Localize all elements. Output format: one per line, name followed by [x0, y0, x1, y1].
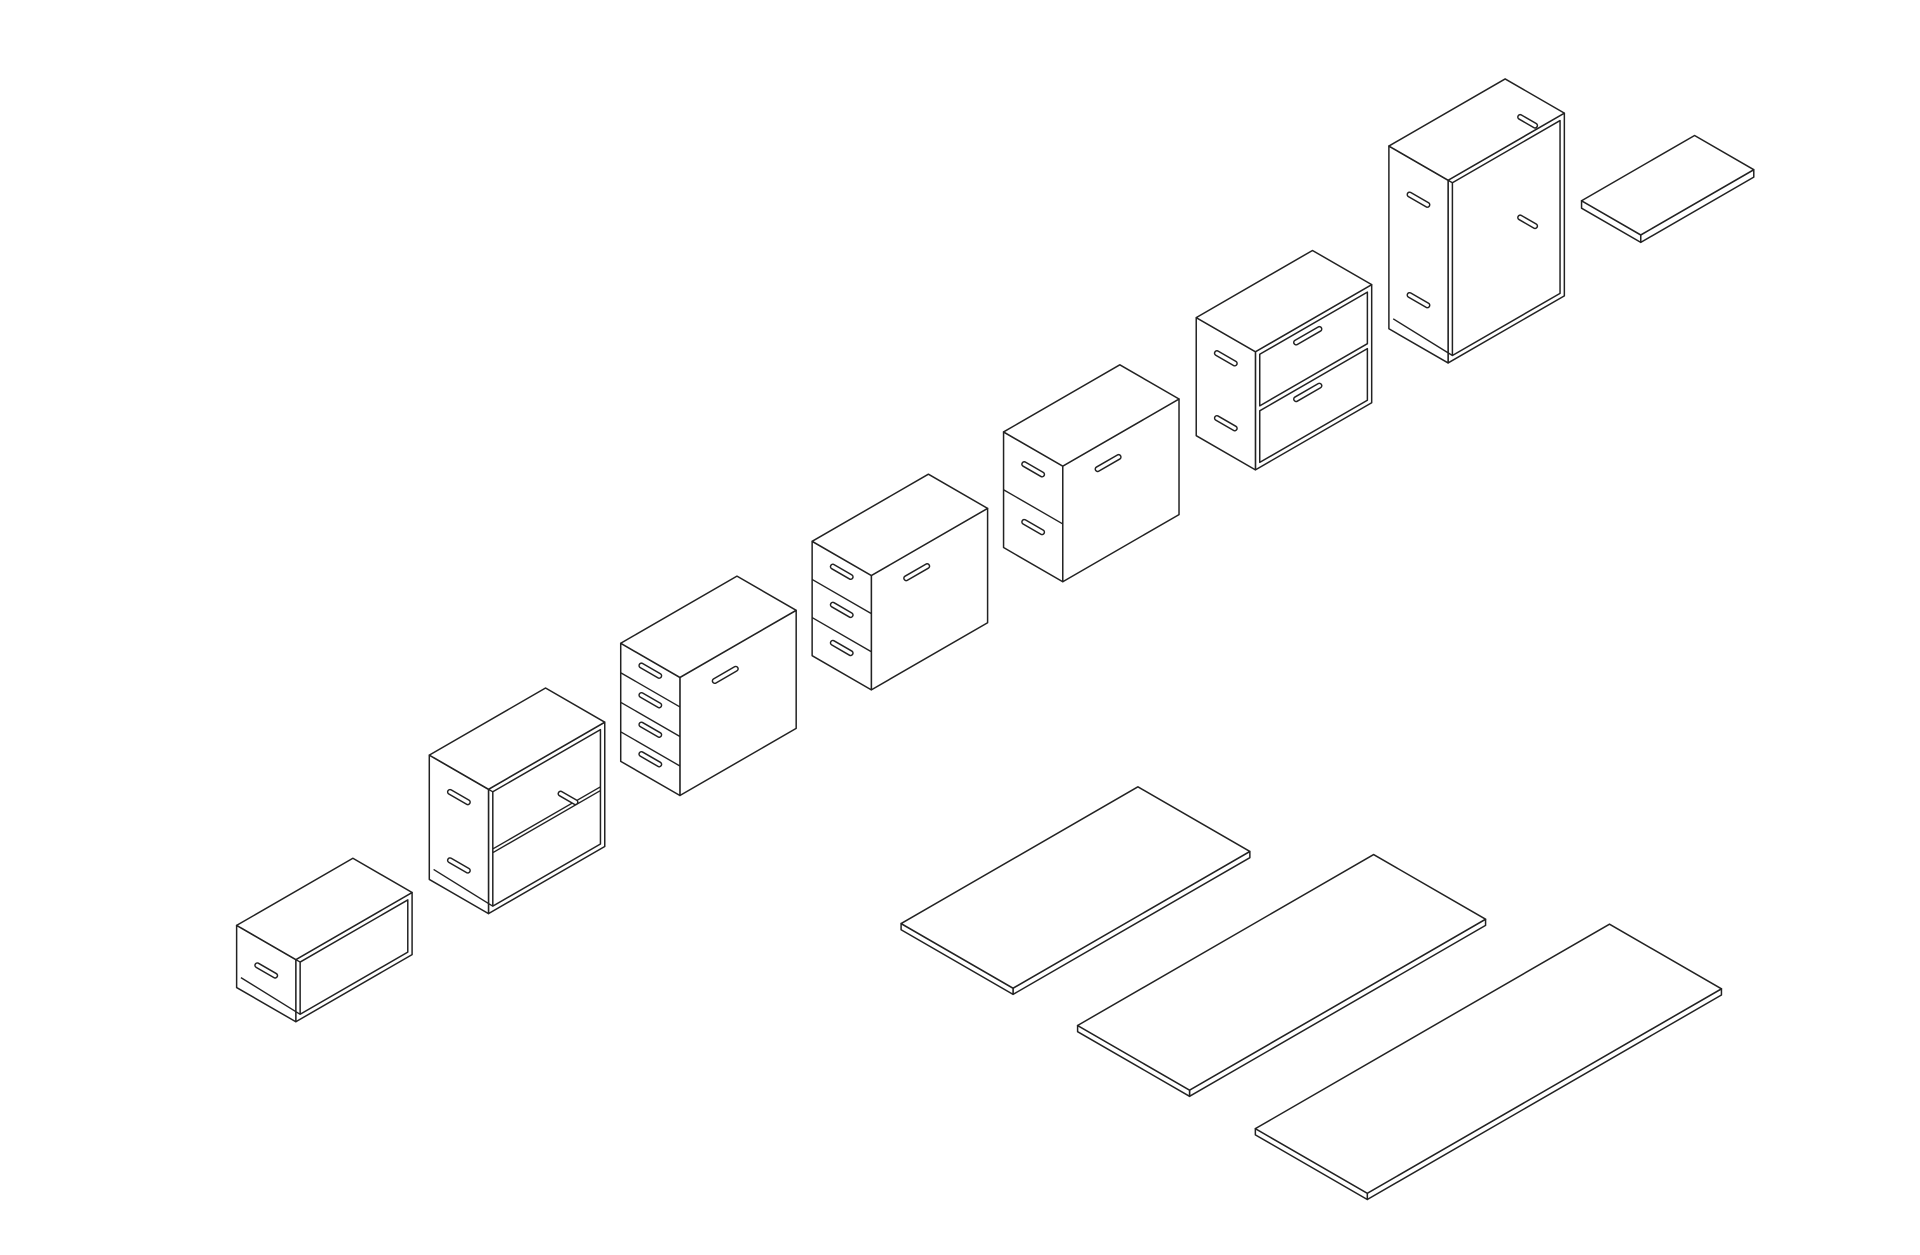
open-frame-inner: [299, 899, 409, 1016]
top-face: [619, 575, 797, 679]
handle-slot-icon: [829, 601, 854, 619]
handle-slot-icon: [829, 563, 854, 580]
table-top-panel: [900, 786, 1251, 996]
open-frame-inner: [1451, 119, 1561, 357]
handle-slot-icon: [1213, 350, 1238, 367]
cabinet-with-drawers: [811, 473, 989, 691]
shelf-edge: [492, 786, 601, 850]
cabinet-with-drawers: [1002, 364, 1180, 583]
short-side-face: [1388, 145, 1449, 364]
inner-edge: [433, 868, 494, 907]
handle-slot-icon: [254, 962, 279, 979]
top-face: [900, 786, 1251, 989]
handle-slot-icon: [1517, 214, 1539, 230]
top-face: [811, 473, 989, 577]
handle-slot-icon: [1406, 291, 1431, 309]
handle-slot-icon: [446, 788, 471, 806]
drawer-divider: [620, 672, 681, 708]
handle-slot-icon: [638, 662, 663, 679]
drawer-front: [1258, 291, 1369, 407]
top-face: [1076, 853, 1487, 1091]
shelf-board: [1580, 134, 1755, 244]
handle-slot-icon: [557, 790, 579, 806]
handle-slot-icon: [446, 857, 471, 874]
inner-edge: [1392, 147, 1453, 184]
shelf-edge: [492, 789, 601, 854]
top-face: [1195, 249, 1373, 353]
inner-edge: [1392, 318, 1453, 357]
handle-slot-icon: [1517, 113, 1539, 129]
handle-slot-icon: [638, 691, 663, 709]
handle-slot-icon: [1021, 518, 1046, 536]
cabinet-with-drawers: [619, 575, 797, 797]
inner-edge: [240, 977, 301, 1015]
open-wardrobe: [1388, 78, 1566, 364]
handle-slot-icon: [1094, 453, 1122, 473]
table-top-panel: [1254, 923, 1723, 1201]
drawer-divider: [620, 731, 681, 767]
drawer-divider: [811, 578, 872, 615]
handle-slot-icon: [638, 721, 663, 738]
open-shelf: [428, 687, 606, 915]
handle-slot-icon: [638, 751, 663, 768]
inner-edge: [433, 757, 494, 793]
handle-slot-icon: [1293, 325, 1323, 346]
lateral-drawer-cabinet: [1195, 249, 1373, 471]
top-face: [1254, 923, 1723, 1195]
open-bench: [235, 857, 413, 1023]
handle-slot-icon: [711, 665, 739, 685]
inner-edge: [240, 927, 301, 963]
drawer-divider: [1003, 489, 1064, 525]
table-top-panel: [1076, 853, 1487, 1098]
scene: [235, 78, 1755, 1201]
handle-slot-icon: [829, 639, 854, 657]
handle-slot-icon: [903, 563, 931, 582]
drawer-divider: [811, 616, 872, 653]
drawer-divider: [620, 701, 681, 738]
handle-slot-icon: [1293, 382, 1323, 403]
handle-slot-icon: [1213, 415, 1238, 432]
handle-slot-icon: [1021, 461, 1046, 478]
drawer-front: [1258, 347, 1369, 464]
top-face: [1002, 364, 1180, 467]
top-face: [1580, 134, 1755, 236]
handle-slot-icon: [1406, 191, 1431, 208]
